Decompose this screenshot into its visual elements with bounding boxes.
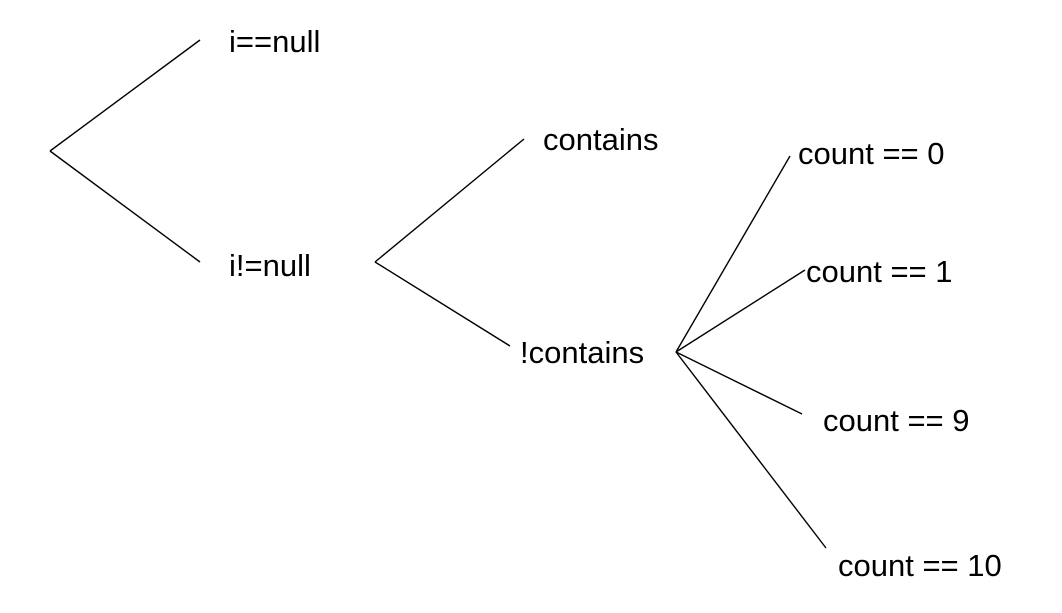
edge-root-to-i-not-null (49, 150, 201, 263)
node-contains: contains (543, 122, 658, 157)
edge-not-contains-to-count-1 (675, 269, 806, 353)
edge-not-contains-to-count-9 (675, 351, 803, 415)
node-not-contains: !contains (520, 335, 644, 370)
node-count-10: count == 10 (838, 548, 1002, 583)
edge-not-contains-to-count-10 (675, 351, 827, 549)
edge-root-to-i-equals-null (49, 39, 201, 152)
node-count-1: count == 1 (806, 254, 953, 289)
node-i-not-null: i!=null (229, 248, 311, 283)
edge-not-contains-to-count-0 (675, 155, 791, 353)
edge-i-not-null-to-contains (374, 138, 525, 263)
node-count-9: count == 9 (823, 403, 970, 438)
node-i-equals-null: i==null (229, 24, 320, 59)
node-count-0: count == 0 (798, 136, 945, 171)
edge-i-not-null-to-not-contains (374, 261, 511, 347)
